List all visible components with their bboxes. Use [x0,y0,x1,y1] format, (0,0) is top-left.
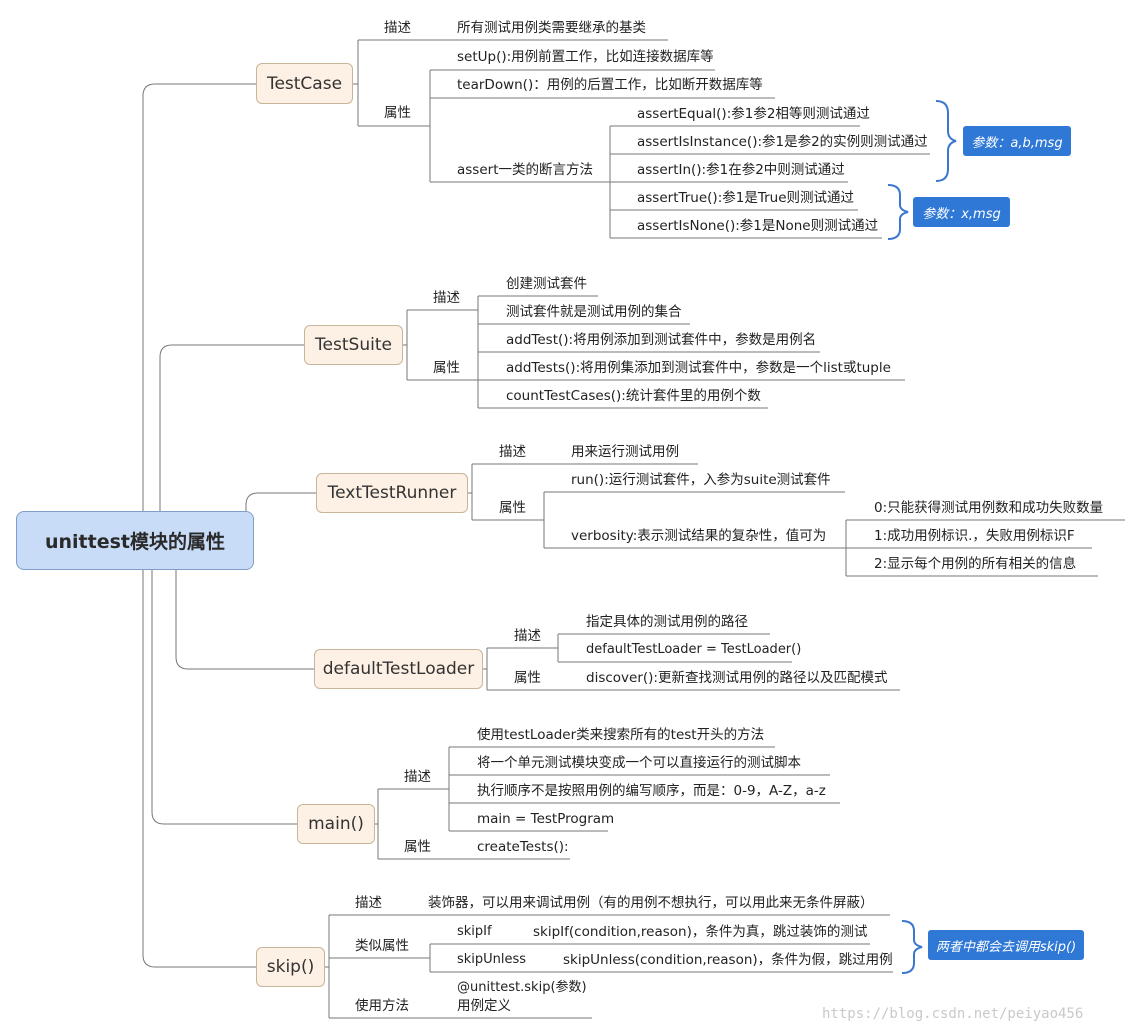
testcase-node[interactable]: TestCase [256,63,353,104]
note-calls-skip[interactable]: 两者中都会去调用skip() [928,930,1084,960]
runner-attr-label: 属性 [499,500,526,516]
skip-desc: 装饰器，可以用来调试用例（有的用例不想执行，可以用此来无条件屏蔽） [428,895,874,911]
testsuite-attr-label: 属性 [433,360,460,376]
loader-desc-item: defaultTestLoader = TestLoader() [586,642,802,657]
main-node[interactable]: main() [297,804,375,844]
skipunless-desc: skipUnless(condition,reason)，条件为假，跳过用例 [563,952,893,968]
testcase-attr-label: 属性 [384,105,411,121]
loader-attr: discover():更新查找测试用例的路径以及匹配模式 [586,670,888,686]
loader-desc-label: 描述 [514,628,541,644]
testcase-desc-label: 描述 [384,20,411,36]
runner-verbosity: verbosity:表示测试结果的复杂性，值可为 [571,528,827,544]
assert-item: assertIsInstance():参1是参2的实例则测试通过 [637,134,928,150]
main-desc-item: 将一个单元测试模块变成一个可以直接运行的测试脚本 [477,755,801,771]
skipif-desc: skipIf(condition,reason)，条件为真，跳过装饰的测试 [533,924,868,940]
skip-similar-label: 类似属性 [355,938,409,954]
verbosity-item: 1:成功用例标识.，失败用例标识F [874,528,1075,544]
testcase-teardown: tearDown()：用例的后置工作，比如断开数据库等 [457,77,763,93]
runner-desc-label: 描述 [499,444,526,460]
assert-item: assertEqual():参1参2相等则测试通过 [637,106,870,122]
skip-node[interactable]: skip() [256,947,325,987]
main-desc-item: 执行顺序不是按照用例的编写顺序，而是：0-9，A-Z，a-z [477,783,826,799]
testsuite-attr-item: addTests():将用例集添加到测试套件中，参数是一个list或tuple [506,360,891,376]
texttestrunner-node[interactable]: TextTestRunner [316,473,468,513]
testcase-desc: 所有测试用例类需要继承的基类 [457,20,646,36]
testcase-assert-label: assert一类的断言方法 [457,162,593,178]
testcase-setup: setUp():用例前置工作，比如连接数据库等 [457,49,714,65]
runner-desc: 用来运行测试用例 [571,444,679,460]
skip-usage-line2: 用例定义 [457,998,511,1014]
skipunless-name: skipUnless [457,952,527,967]
testsuite-attr-item: addTest():将用例添加到测试套件中，参数是用例名 [506,332,817,348]
verbosity-item: 0:只能获得测试用例数和成功失败数量 [874,500,1104,516]
main-desc-item: 使用testLoader类来搜索所有的test开头的方法 [477,727,765,743]
assert-item: assertTrue():参1是True则测试通过 [637,190,855,206]
assert-item: assertIn():参1在参2中则测试通过 [637,162,845,178]
assert-item: assertIsNone():参1是None则测试通过 [637,218,879,234]
skipif-name: skipIf [457,924,492,939]
testsuite-node[interactable]: TestSuite [304,325,403,365]
testsuite-desc-item: 测试套件就是测试用例的集合 [506,304,682,320]
skip-usage-line1: @unittest.skip(参数) [457,980,587,995]
verbosity-item: 2:显示每个用例的所有相关的信息 [874,556,1077,572]
note-params-xmsg[interactable]: 参数：x,msg [913,197,1010,227]
defaulttestloader-node[interactable]: defaultTestLoader [314,649,483,689]
main-desc-item: main = TestProgram [477,811,615,827]
loader-desc-item: 指定具体的测试用例的路径 [586,614,748,630]
watermark: https://blog.csdn.net/peiyao456 [822,1006,1084,1022]
main-attr: createTests(): [477,839,569,855]
testsuite-desc-item: 创建测试套件 [506,276,587,292]
runner-run: run():运行测试套件，入参为suite测试套件 [571,472,831,488]
testsuite-attr-item: countTestCases():统计套件里的用例个数 [506,388,761,404]
skip-usage-label: 使用方法 [355,998,409,1014]
note-params-abmsg[interactable]: 参数：a,b,msg [963,126,1071,156]
root-node[interactable]: unittest模块的属性 [16,511,254,570]
main-desc-label: 描述 [404,769,431,785]
testsuite-desc-label: 描述 [433,290,460,306]
main-attr-label: 属性 [404,839,431,855]
loader-attr-label: 属性 [514,670,541,686]
skip-desc-label: 描述 [355,895,382,911]
